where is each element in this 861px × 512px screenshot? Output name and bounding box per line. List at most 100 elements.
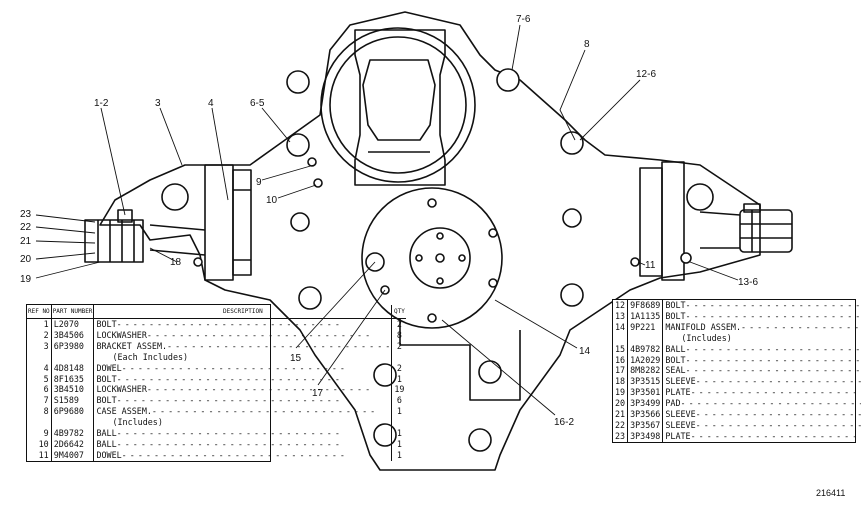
callout-4: 4 <box>208 98 214 109</box>
leader-dots <box>117 439 339 450</box>
row-ref-number: 22 <box>613 419 629 431</box>
callout-13-6: 13-6 <box>738 277 758 288</box>
parts-row: 1L2070BOLT2 <box>27 318 406 330</box>
callout-1-2: 1-2 <box>94 98 109 109</box>
row-description: BOLT <box>662 310 861 322</box>
row-description: BALL <box>93 428 393 439</box>
row-description: PAD <box>662 398 861 410</box>
row-description: BRACKET ASSEM. <box>93 340 393 352</box>
row-description-text: PLATE <box>665 430 691 441</box>
bolt-hole <box>478 360 502 384</box>
row-ref-number: 13 <box>613 310 629 322</box>
row-description: PLATE <box>662 387 861 399</box>
row-quantity: 8 <box>396 329 402 340</box>
leader-dots <box>117 428 339 439</box>
row-part-number: 4B9782 <box>627 343 664 355</box>
bolt-hole <box>562 208 582 228</box>
parts-row: 7S1589BOLT6 <box>27 395 406 407</box>
row-part-number <box>51 351 95 363</box>
leader-dots <box>117 374 339 385</box>
leader-dots <box>686 344 861 355</box>
callout-12-6: 12-6 <box>636 69 656 80</box>
top-bore-outer <box>320 27 476 183</box>
row-quantity <box>392 417 407 428</box>
row-part-number <box>51 417 95 429</box>
leader-dots <box>686 300 861 311</box>
row-description-text: PLATE <box>665 387 691 398</box>
left-sleeve-stack <box>84 219 144 263</box>
row-part-number: 4D8148 <box>51 362 95 374</box>
row-description-text: BOLT <box>96 373 117 384</box>
row-description: MANIFOLD ASSEM. <box>662 321 861 333</box>
case-outline <box>99 11 761 471</box>
parts-list-right: 129F8689BOLT4131A1135BOLT8149P221MANIFOL… <box>612 299 861 443</box>
leader-dots <box>696 409 861 420</box>
top-bearing-block <box>354 29 446 186</box>
parts-row: 203P3499PAD4 <box>613 398 861 410</box>
row-quantity: 1 <box>396 438 402 449</box>
bolt-hole <box>468 428 492 452</box>
row-ref-number: 23 <box>613 430 629 442</box>
row-description-text: PAD <box>665 398 681 409</box>
callout-3: 3 <box>155 98 161 109</box>
row-ref-number <box>27 417 52 429</box>
row-part-number: 6P3980 <box>51 340 95 352</box>
callout-14: 14 <box>579 346 591 357</box>
row-quantity: 2 <box>396 340 402 351</box>
callout-6-5: 6-5 <box>250 98 265 109</box>
callout-7-6: 7-6 <box>516 14 531 25</box>
parts-row: 129F8689BOLT4 <box>613 300 861 311</box>
row-description: LOCKWASHER <box>93 384 393 396</box>
parts-row: 213P3566SLEEVE4 <box>613 409 861 420</box>
row-description-text: DOWEL <box>96 362 122 373</box>
row-description: (Includes) <box>93 417 393 429</box>
parts-row: 102D6642BALL1 <box>27 438 406 450</box>
row-quantity: 6 <box>396 395 402 406</box>
row-part-number: 2D6642 <box>51 438 95 450</box>
row-description-text: BOLT <box>96 319 117 329</box>
row-part-number: 8F1635 <box>51 373 95 385</box>
row-quantity: 1 <box>396 406 402 417</box>
row-ref-number: 4 <box>27 362 52 374</box>
row-description-text: BRACKET ASSEM. <box>96 340 168 351</box>
row-description: DOWEL <box>93 449 393 461</box>
row-part-number: 9F8689 <box>627 300 664 311</box>
callout-20: 20 <box>20 254 32 265</box>
row-ref-number: 11 <box>27 449 52 461</box>
row-ref-number: 17 <box>613 365 629 377</box>
row-ref-number: 14 <box>613 321 629 333</box>
row-part-number: 3B4506 <box>51 329 95 341</box>
row-description: BALL <box>662 343 861 355</box>
right-bracket-housing <box>661 161 685 281</box>
leader-dots <box>696 420 861 431</box>
figure-number: 216411 <box>816 488 846 498</box>
row-part-number: 4B9782 <box>51 428 95 439</box>
callout-21: 21 <box>20 236 32 247</box>
row-description-text: SLEEVE <box>665 409 696 420</box>
row-part-number: 9M4007 <box>51 449 95 461</box>
leader-dots <box>686 355 861 366</box>
header-desc: DESCRIPTION <box>93 305 393 319</box>
row-description: BOLT <box>662 354 861 366</box>
row-description-text: BOLT <box>665 354 686 365</box>
leader-dots <box>117 395 339 406</box>
row-description: BOLT <box>662 300 861 311</box>
row-description-text: LOCKWASHER <box>96 329 147 340</box>
row-ref-number <box>613 332 629 344</box>
row-description: SLEEVE <box>662 409 861 420</box>
row-part-number: 3P3566 <box>627 409 664 420</box>
row-description: LOCKWASHER <box>93 329 393 341</box>
row-part-number: 3P3498 <box>627 430 664 442</box>
bolt-hole <box>560 131 584 155</box>
row-part-number: 1A2029 <box>627 354 664 366</box>
parts-row: 63B4510LOCKWASHER19 <box>27 384 406 396</box>
row-quantity: 19 <box>394 384 405 395</box>
row-ref-number <box>27 351 52 363</box>
row-part-number: 8M8282 <box>627 365 664 377</box>
left-bracket-housing <box>204 164 234 281</box>
row-quantity <box>392 352 407 363</box>
row-ref-number: 1 <box>27 318 52 330</box>
row-description: CASE ASSEM. <box>93 406 393 418</box>
